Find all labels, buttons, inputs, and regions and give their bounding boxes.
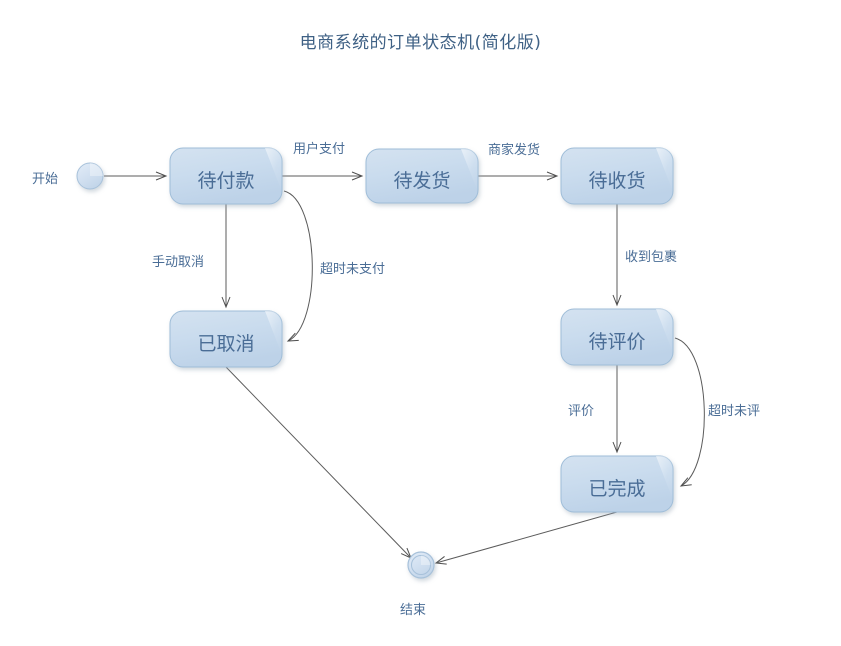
start-circle-highlight: [90, 163, 103, 176]
end-circle-highlight: [421, 555, 431, 565]
edge-timeout-unpaid: [283, 190, 313, 342]
state-box-highlight: [461, 149, 478, 192]
edge-label-ship: 商家发货: [488, 143, 541, 158]
state-label-pending-receipt: 待收货: [588, 170, 646, 192]
nodes-layer: [76, 147, 674, 579]
end-circle-inner: [411, 555, 431, 575]
state-box-highlight: [656, 309, 673, 353]
state-node-pending-receipt[interactable]: [560, 147, 674, 205]
edge-timeout-no-review: [674, 337, 705, 487]
edge-label-timeout-no-review: 超时未评: [708, 404, 761, 419]
state-label-pending-review: 待评价: [588, 331, 646, 353]
state-box-highlight: [656, 456, 673, 500]
state-box-highlight: [656, 148, 673, 192]
edge-completed-to-end: [434, 511, 618, 565]
end-node-circle[interactable]: [407, 551, 435, 579]
state-node-completed[interactable]: [560, 455, 674, 513]
start-node-label: 开始: [32, 172, 59, 187]
state-label-cancelled: 已取消: [197, 333, 255, 355]
edge-label-pay: 用户支付: [293, 142, 346, 157]
state-label-pending-shipment: 待发货: [393, 170, 451, 192]
state-label-completed: 已完成: [588, 478, 646, 500]
edge-label-manual-cancel: 手动取消: [152, 255, 205, 270]
edges-layer: [104, 171, 705, 565]
page-title: 电商系统的订单状态机(简化版): [299, 33, 542, 53]
start-node-circle[interactable]: [76, 162, 104, 190]
state-box-highlight: [265, 148, 282, 192]
edge-label-timeout-unpaid: 超时未支付: [320, 262, 386, 277]
state-node-pending-payment[interactable]: [169, 147, 283, 205]
state-label-pending-payment: 待付款: [197, 170, 255, 192]
edge-label-received-package: 收到包裹: [625, 250, 678, 265]
edge-label-review: 评价: [568, 404, 595, 419]
edge-cancelled-to-end: [225, 366, 412, 559]
state-node-pending-review[interactable]: [560, 308, 674, 366]
start-circle[interactable]: [76, 162, 104, 190]
state-node-cancelled[interactable]: [169, 310, 283, 368]
state-node-pending-shipment[interactable]: [365, 148, 479, 204]
end-node-label: 结束: [400, 603, 427, 618]
state-box-highlight: [265, 311, 282, 355]
